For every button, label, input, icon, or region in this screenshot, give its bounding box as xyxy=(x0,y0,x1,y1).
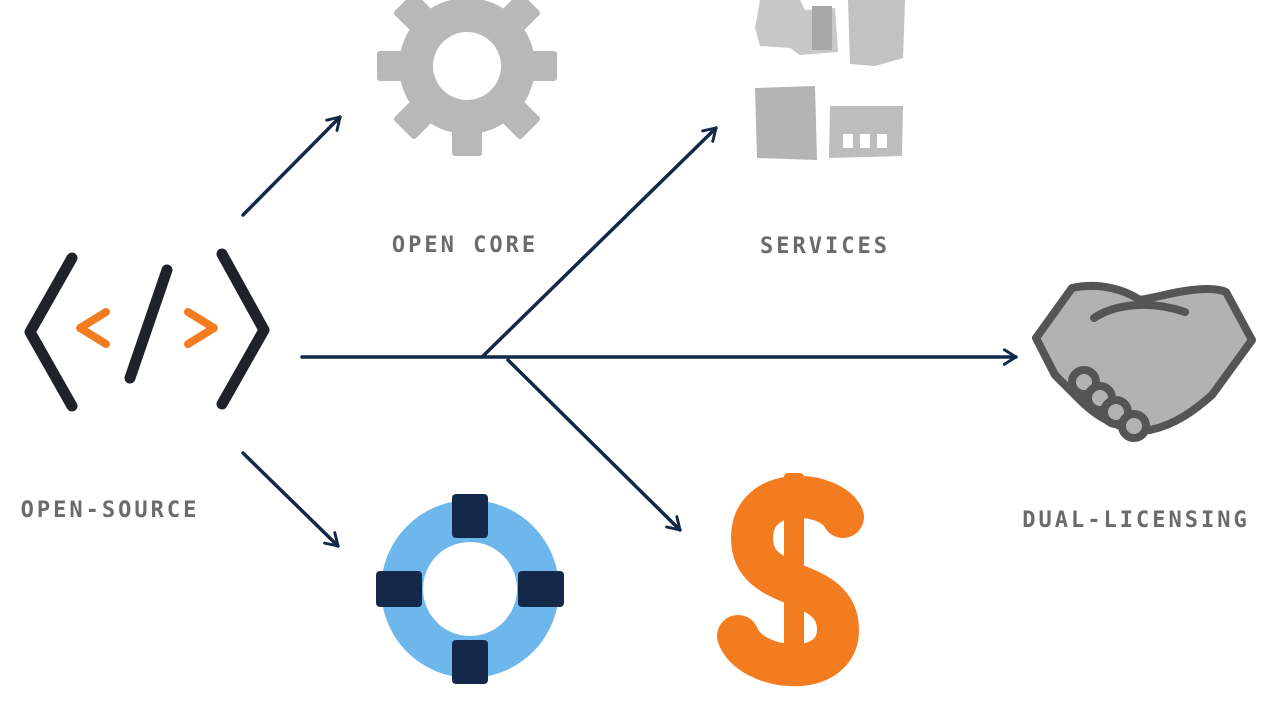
arrows xyxy=(241,115,1018,548)
arrow-to-open-core xyxy=(241,115,342,217)
arrow-to-services xyxy=(480,126,718,359)
lifebuoy-icon xyxy=(376,494,564,684)
dual-licensing-label: DUAL-LICENSING xyxy=(1022,508,1249,533)
services-label: SERVICES xyxy=(760,234,890,259)
dollar-icon xyxy=(717,473,864,687)
code-brackets-icon xyxy=(24,248,270,412)
open-source-label: OPEN-SOURCE xyxy=(21,498,200,523)
open-core-label: OPEN CORE xyxy=(392,233,538,258)
services-boxes-icon xyxy=(755,0,905,160)
arrow-to-support xyxy=(241,451,340,548)
handshake-icon xyxy=(1032,281,1256,442)
arrow-to-paid xyxy=(506,358,682,532)
gear-icon xyxy=(377,0,557,156)
